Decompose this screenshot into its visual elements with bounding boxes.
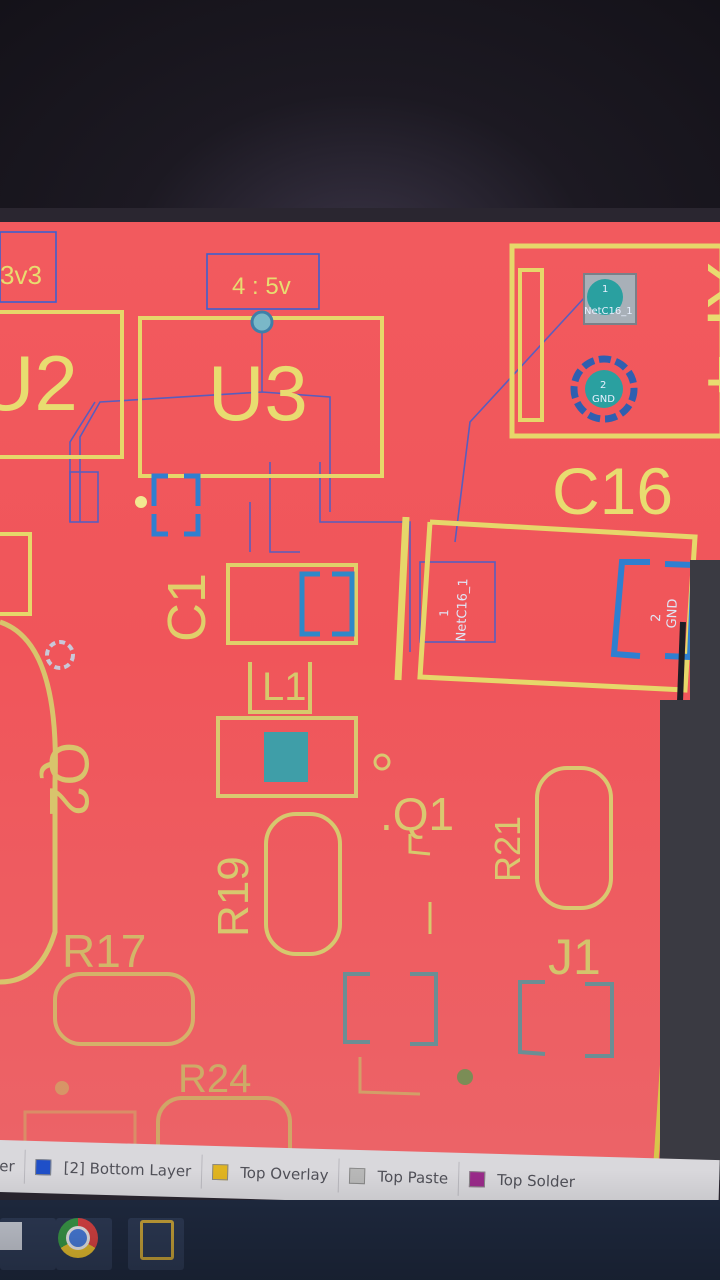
r24-designator: R24 <box>178 1057 251 1101</box>
component-q1[interactable]: .Q1 <box>373 753 454 934</box>
background-glare <box>0 0 720 215</box>
layer-tab-partial-label: er <box>0 1156 15 1176</box>
xp4-pad-2-ring <box>570 355 638 423</box>
component-left-round[interactable]: Q2 <box>0 532 101 985</box>
top-solder-swatch <box>468 1171 486 1188</box>
smd-pad-near-c1[interactable] <box>135 473 201 537</box>
u2-designator: U2 <box>0 339 78 427</box>
component-c1[interactable]: C1 <box>157 563 358 645</box>
bottom-layer-traces <box>69 296 586 652</box>
net-label-4-5v: 4 : 5v <box>206 253 320 310</box>
xp4-pad-1-net: NetC16_1 <box>584 306 633 317</box>
layer-tab-top-paste-label: Top Paste <box>377 1167 449 1188</box>
top-paste-swatch <box>349 1167 366 1185</box>
xp4-pad-2[interactable] <box>585 370 623 408</box>
component-l1[interactable]: L1 <box>216 662 358 798</box>
bottom-layer-swatch <box>35 1159 52 1176</box>
component-r21[interactable]: R21 <box>487 766 613 910</box>
xp4-designator: XP4 <box>693 262 720 394</box>
net-label-3v3: 3v3 <box>0 231 57 303</box>
app-icon <box>140 1220 174 1260</box>
layer-tab-bottom-layer-label: [2] Bottom Layer <box>63 1158 192 1181</box>
net-label-3v3-text: 3v3 <box>0 260 42 290</box>
c16-designator: C16 <box>552 454 673 528</box>
pcb-editor-canvas[interactable]: 3v3 4 : 5v U2 U3 XP4 1 NetC16_1 <box>0 222 720 1177</box>
l1-designator: L1 <box>262 665 307 709</box>
layer-tab-top-paste[interactable]: Top Paste <box>339 1158 460 1196</box>
component-u3[interactable]: U3 <box>138 310 384 478</box>
c16-pad-1-number: 1 <box>437 609 451 617</box>
xp4-pad-2-net: GND <box>592 394 615 405</box>
q2-rotated-designator: Q2 <box>38 742 101 817</box>
q1-designator: .Q1 <box>380 788 454 840</box>
c1-designator: C1 <box>157 573 217 642</box>
taskbar-app-button[interactable] <box>128 1218 184 1270</box>
layer-tab-partial[interactable]: er <box>0 1148 27 1184</box>
r21-designator: R21 <box>487 816 528 882</box>
component-j1[interactable]: J1 <box>343 929 614 1096</box>
layer-tab-bottom-layer[interactable]: [2] Bottom Layer <box>25 1149 203 1189</box>
pcb-layout[interactable]: 3v3 4 : 5v U2 U3 XP4 1 NetC16_1 <box>0 222 720 1177</box>
r17-designator: R17 <box>62 925 146 977</box>
c16-pad-1-net: NetC16_1 <box>454 578 471 642</box>
layer-tab-top-solder-label: Top Solder <box>496 1170 576 1192</box>
component-xp4[interactable]: XP4 1 NetC16_1 2 GND <box>509 243 720 439</box>
component-u2[interactable]: U2 <box>0 310 124 459</box>
component-r24[interactable]: R24 <box>23 1057 292 1177</box>
layer-tab-top-overlay-label: Top Overlay <box>239 1163 329 1185</box>
mail-icon <box>0 1222 22 1250</box>
layer-tab-top-solder[interactable]: Top Solder <box>459 1162 586 1200</box>
component-r17[interactable]: R17 <box>53 925 195 1046</box>
r19-designator: R19 <box>209 856 258 937</box>
chrome-icon <box>58 1218 98 1258</box>
u3-designator: U3 <box>208 349 308 437</box>
canvas-dark-edge-upper <box>690 560 720 710</box>
top-overlay-swatch <box>211 1163 229 1181</box>
net-label-4-5v-text: 4 : 5v <box>232 273 291 300</box>
c16-pad-2-number: 2 <box>649 613 664 622</box>
c16-pad-2-net: GND <box>665 598 681 628</box>
layer-tab-top-overlay[interactable]: Top Overlay <box>201 1154 341 1193</box>
canvas-dark-edge <box>660 700 720 1180</box>
component-c16[interactable]: C16 1 NetC16_1 2 GND <box>394 454 698 693</box>
j1-designator: J1 <box>548 929 601 985</box>
component-r19[interactable]: R19 <box>209 812 342 956</box>
xp4-pad-2-number: 2 <box>600 380 606 391</box>
windows-taskbar <box>0 1200 720 1280</box>
u3-via <box>250 310 274 334</box>
xp4-pad-1-number: 1 <box>602 284 608 295</box>
